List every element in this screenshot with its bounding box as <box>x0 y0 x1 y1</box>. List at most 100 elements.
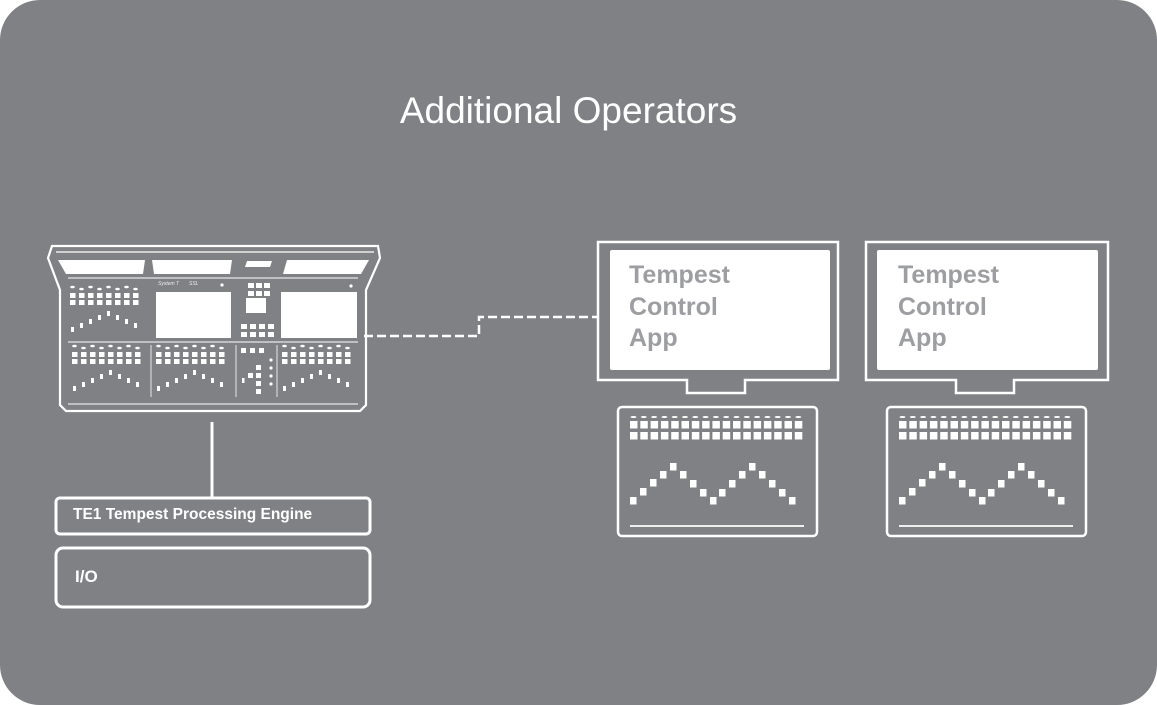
console-fader-icon <box>82 382 85 387</box>
button-icon <box>794 432 803 440</box>
console-knob-icon <box>81 346 86 350</box>
engine-box <box>54 496 372 536</box>
operator-station-2 <box>864 240 1110 538</box>
console-button-icon <box>79 293 85 298</box>
button-icon <box>702 421 710 429</box>
button-icon <box>929 421 938 429</box>
console-knob-icon <box>192 344 197 348</box>
console-knob-icon <box>79 287 84 291</box>
button-icon <box>712 432 720 440</box>
console-button-icon <box>99 352 105 357</box>
console-button-icon <box>183 352 189 357</box>
knob-icon <box>1033 416 1040 418</box>
console-fader-icon <box>134 323 137 328</box>
knob-icon <box>899 416 906 418</box>
button-icon <box>774 432 782 440</box>
console-model-label: System T <box>158 281 180 287</box>
console-fader-icon <box>202 374 205 379</box>
console-knob-icon <box>117 346 122 350</box>
console-button-icon <box>309 359 315 364</box>
console-button-icon <box>336 359 342 364</box>
button-icon <box>743 421 751 429</box>
console-button-icon <box>97 300 103 305</box>
button-icon <box>1063 421 1072 429</box>
console-button-icon <box>117 352 123 357</box>
console-centre-display <box>246 298 266 313</box>
console-button-icon <box>165 352 171 357</box>
button-icon <box>1002 421 1010 429</box>
knob-icon <box>640 416 647 418</box>
console-button-icon <box>318 352 324 357</box>
button-icon <box>940 421 948 429</box>
app-label-line: App <box>898 324 947 352</box>
surface-controls <box>899 416 1072 505</box>
console-knob-icon <box>300 344 305 348</box>
fader-icon <box>680 471 687 479</box>
fader-icon <box>789 497 796 505</box>
knob-icon <box>651 416 658 418</box>
button-icon <box>919 421 928 429</box>
console-brand-label: SSL <box>189 281 199 287</box>
button-icon <box>630 432 638 440</box>
knob-icon <box>671 416 678 418</box>
diagram-title: Additional Operators <box>399 90 738 131</box>
console-knob-icon <box>97 287 102 291</box>
console-button-icon <box>79 300 85 305</box>
console-button-icon <box>90 352 96 357</box>
console-fader-icon <box>283 386 286 391</box>
console-key-icon <box>256 283 262 288</box>
fader-icon <box>988 489 995 497</box>
button-icon <box>722 432 731 440</box>
console-key-icon <box>248 283 254 288</box>
console-key-icon <box>259 348 264 353</box>
button-icon <box>971 432 979 440</box>
knob-icon <box>951 416 957 418</box>
console-knob-icon <box>88 285 93 289</box>
console-button-icon <box>106 300 112 305</box>
fader-icon <box>739 471 746 479</box>
console-knob-icon <box>135 346 140 350</box>
console-button-icon <box>135 352 141 357</box>
button-icon <box>1012 432 1020 440</box>
button-icon <box>1022 432 1031 440</box>
console-button-icon <box>72 352 78 357</box>
console-fader-icon <box>157 386 160 391</box>
fader-icon <box>1008 471 1015 479</box>
button-icon <box>1032 421 1041 429</box>
console-button-icon <box>124 293 130 298</box>
console-key-icon <box>250 332 256 337</box>
fader-icon <box>1018 463 1025 471</box>
button-icon <box>991 421 1000 429</box>
console-button-icon <box>126 352 132 357</box>
console-button-icon <box>81 352 87 357</box>
console-fader-icon <box>310 374 313 379</box>
button-icon <box>899 421 907 429</box>
console-knob-icon <box>106 285 111 289</box>
console-button-icon <box>327 352 333 357</box>
knob-icon <box>909 416 916 418</box>
fader-icon <box>899 497 906 505</box>
monitor-screen <box>877 250 1098 370</box>
console-button-icon <box>124 300 130 305</box>
button-icon <box>1002 432 1010 440</box>
console-knob-icon <box>126 344 131 348</box>
console-button-icon <box>282 359 288 364</box>
console-fader-icon <box>319 370 322 375</box>
knob-icon <box>774 416 781 418</box>
console-knob-icon <box>156 344 161 348</box>
overbridge-screen <box>283 260 369 274</box>
console-knob-icon <box>201 346 206 350</box>
fader-icon <box>998 480 1005 488</box>
fader-icon <box>1058 497 1065 505</box>
fader-icon <box>630 497 637 505</box>
knob-icon <box>992 416 999 418</box>
fader-icon <box>769 480 776 488</box>
button-icon <box>681 432 689 440</box>
button-icon <box>1032 432 1041 440</box>
console-button-icon <box>108 352 114 357</box>
surface-controls <box>630 416 803 505</box>
console-knob-icon <box>183 346 188 350</box>
button-icon <box>1012 421 1020 429</box>
